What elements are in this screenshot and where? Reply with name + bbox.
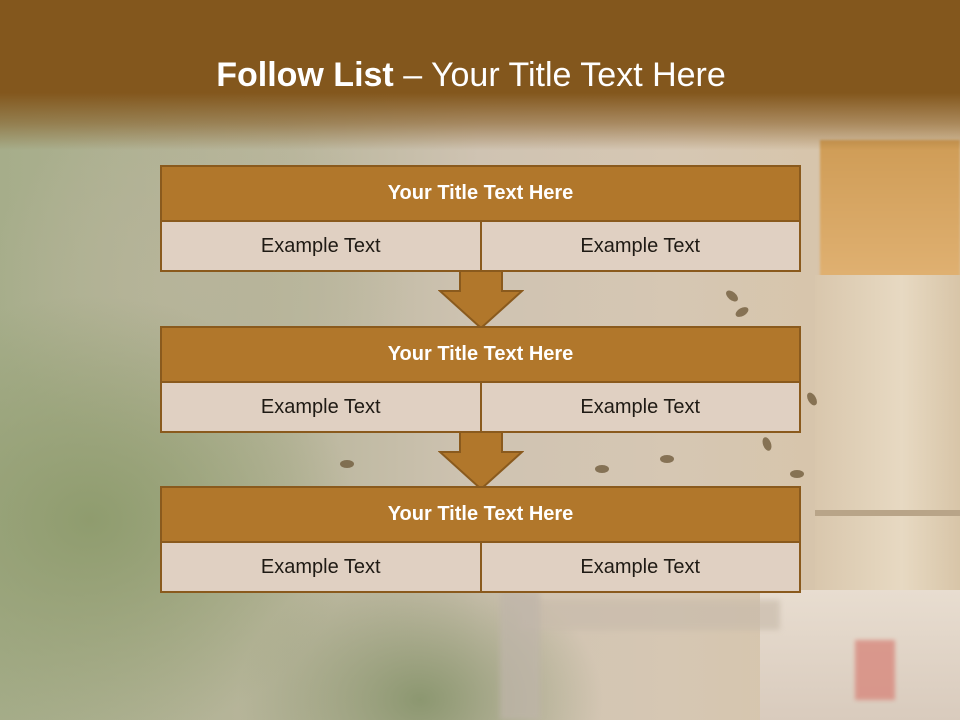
block-title: Your Title Text Here — [160, 326, 801, 383]
block-row: Example Text Example Text — [160, 543, 801, 593]
beehive-top — [820, 140, 960, 280]
block-cell-right: Example Text — [481, 383, 801, 433]
block-cell-left: Example Text — [160, 222, 482, 272]
beehive-box — [815, 275, 960, 590]
slide-title-rest: – Your Title Text Here — [393, 56, 726, 94]
bee-icon — [340, 460, 354, 468]
block-row: Example Text Example Text — [160, 222, 801, 272]
slide-title: Follow List – Your Title Text Here — [0, 56, 942, 95]
slide-title-bold: Follow List — [216, 56, 394, 94]
down-arrow-icon — [438, 432, 524, 490]
block-cell-right: Example Text — [481, 543, 801, 593]
beehive-red-mark — [855, 640, 895, 700]
list-block-1: Your Title Text Here Example Text Exampl… — [160, 165, 801, 272]
block-title: Your Title Text Here — [160, 165, 801, 222]
bee-icon — [790, 470, 804, 478]
title-band — [0, 0, 960, 150]
block-row: Example Text Example Text — [160, 383, 801, 433]
block-cell-left: Example Text — [160, 543, 482, 593]
hive-post — [500, 590, 540, 720]
bee-icon — [595, 465, 609, 473]
block-title: Your Title Text Here — [160, 486, 801, 543]
list-block-2: Your Title Text Here Example Text Exampl… — [160, 326, 801, 433]
block-cell-left: Example Text — [160, 383, 482, 433]
bee-icon — [660, 455, 674, 463]
hive-board — [520, 600, 780, 630]
list-block-3: Your Title Text Here Example Text Exampl… — [160, 486, 801, 593]
down-arrow-icon — [438, 271, 524, 329]
block-cell-right: Example Text — [481, 222, 801, 272]
